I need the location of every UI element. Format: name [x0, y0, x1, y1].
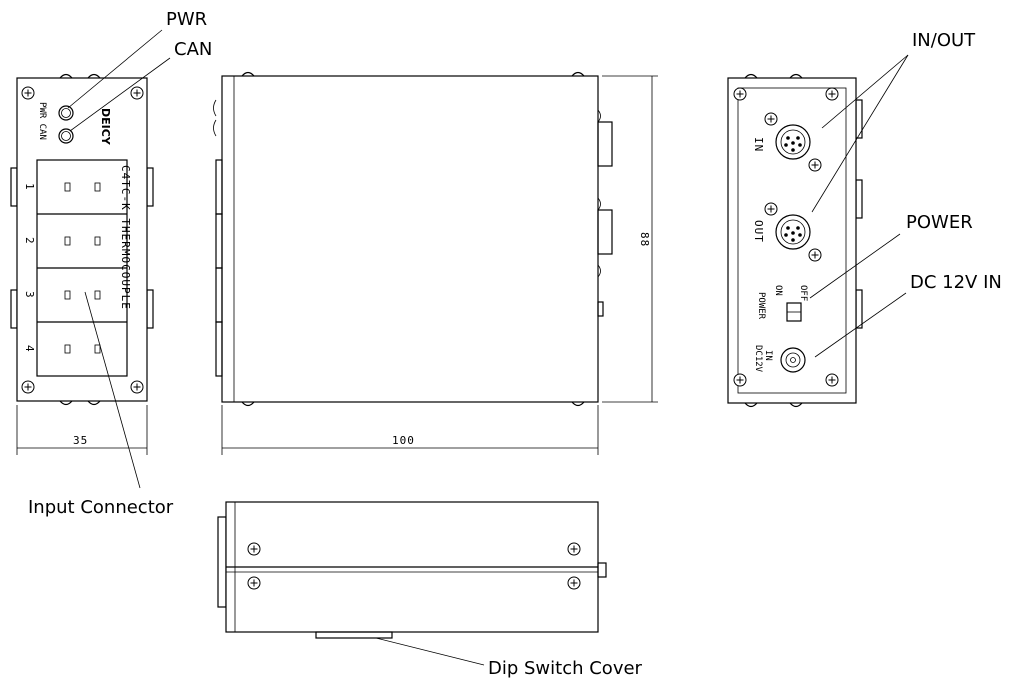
screw-icon: [247, 542, 261, 556]
brand-logo: DEICY: [99, 108, 112, 146]
front-panel: [16, 77, 148, 402]
in-connector: [764, 112, 822, 172]
screw-icon: [130, 86, 144, 100]
callout-dip-switch-cover: Dip Switch Cover: [488, 658, 643, 679]
top-view: [217, 501, 607, 639]
out-label: OUT: [752, 220, 765, 243]
input-connector-block: [36, 159, 128, 377]
dimension-length: 100: [392, 434, 415, 447]
channel-3: 3: [23, 291, 36, 299]
screw-icon: [825, 87, 839, 101]
front-view: PWR CAN DEICY C4TC-K THERMOCOUPLE 1 2 3 …: [10, 73, 154, 455]
rear-view: IN OUT POWER ON OFF DC12V IN: [727, 73, 863, 408]
screw-icon: [567, 576, 581, 590]
in-label: IN: [752, 137, 765, 152]
callout-in-out: IN/OUT: [912, 30, 976, 51]
side-body: [221, 75, 599, 403]
dimension-width: 35: [73, 434, 88, 447]
callout-pwr: PWR: [166, 9, 207, 30]
dimension-height: 88: [638, 232, 651, 247]
switch-on-label: ON: [773, 285, 783, 296]
power-label: POWER: [756, 292, 766, 320]
callout-power: POWER: [906, 212, 973, 233]
callout-input-connector: Input Connector: [28, 497, 174, 518]
screw-icon: [733, 373, 747, 387]
pwr-led: [58, 105, 74, 121]
screw-icon: [21, 86, 35, 100]
front-bump-right-top: [146, 167, 154, 207]
can-led: [58, 128, 74, 144]
screw-icon: [567, 542, 581, 556]
switch-off-label: OFF: [798, 285, 808, 301]
screw-icon: [825, 373, 839, 387]
dc-jack: [780, 347, 806, 373]
front-bump-left-bottom: [10, 289, 18, 329]
dc-label-1: DC12V: [753, 345, 763, 373]
screw-icon: [733, 87, 747, 101]
side-dc-jack: [597, 301, 604, 317]
channel-4: 4: [23, 345, 36, 353]
side-connector-in: [597, 121, 613, 167]
dc-label-2: IN: [763, 350, 773, 361]
screw-icon: [21, 380, 35, 394]
callout-can: CAN: [174, 39, 212, 60]
out-connector: [764, 202, 822, 262]
front-bump-left-top: [10, 167, 18, 207]
side-view: 88 100: [213, 71, 658, 455]
side-connector-out: [597, 209, 613, 255]
screw-icon: [130, 380, 144, 394]
led-label: PWR CAN: [37, 102, 47, 140]
callout-dc-in: DC 12V IN: [910, 272, 1002, 293]
front-bump-right-bottom: [146, 289, 154, 329]
channel-1: 1: [23, 183, 36, 191]
model-label: C4TC-K THERMOCOUPLE: [119, 165, 132, 310]
screw-icon: [247, 576, 261, 590]
dip-switch-cover: [315, 631, 393, 639]
channel-2: 2: [23, 237, 36, 245]
